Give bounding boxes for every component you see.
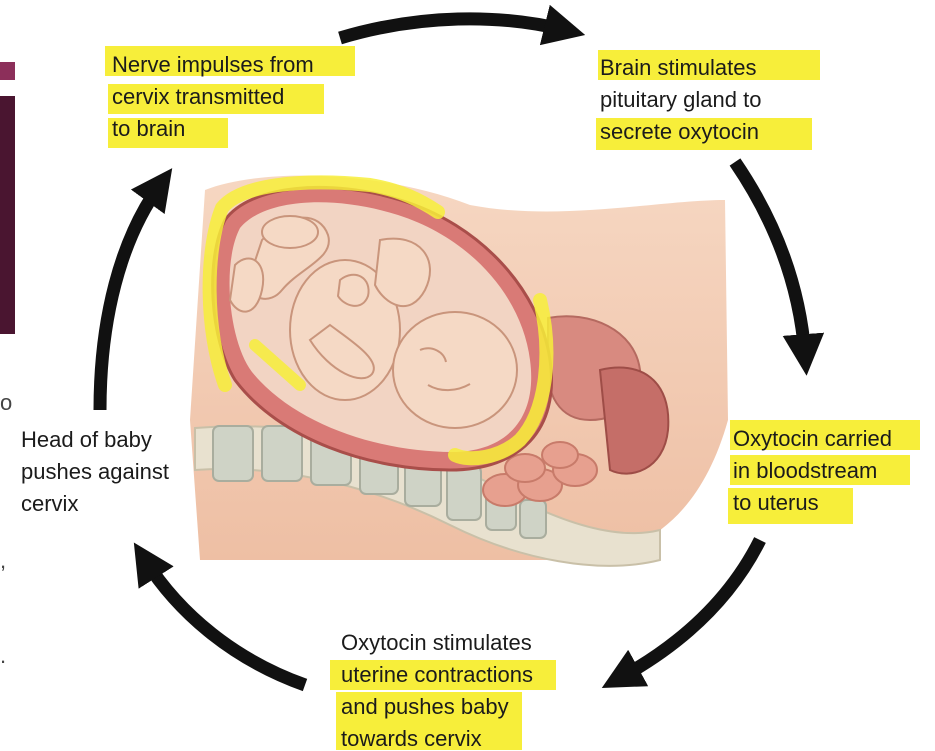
step-label-line: Oxytocin carried: [733, 426, 892, 451]
step-head-of-baby: Head of baby pushes against cervix: [21, 427, 169, 516]
step-label-line: secrete oxytocin: [600, 119, 759, 144]
slide-fragment-1: o: [0, 390, 12, 415]
step-label-line: Head of baby: [21, 427, 152, 452]
arrow-pituitary-to-bloodstream: [735, 162, 805, 355]
slide-fragment-2: ,: [0, 548, 6, 573]
step-oxytocin-carried: Oxytocin carried in bloodstream to uteru…: [733, 426, 892, 515]
step-label-line: to uterus: [733, 490, 819, 515]
uterus-illustration: [190, 176, 728, 566]
step-label-line: in bloodstream: [733, 458, 877, 483]
step-label-line: pituitary gland to: [600, 87, 761, 112]
step-label-line: to brain: [112, 116, 185, 141]
step-brain-stimulates: Brain stimulates pituitary gland to secr…: [600, 55, 761, 144]
arrow-brain-to-pituitary: [340, 19, 565, 38]
step-label-line: and pushes baby: [341, 694, 509, 719]
step-label-line: cervix: [21, 491, 78, 516]
slide-bar-top: [0, 62, 15, 80]
arrow-contractions-to-head: [145, 560, 305, 685]
step-label-line: towards cervix: [341, 726, 482, 751]
step-label-line: pushes against: [21, 459, 169, 484]
step-label-line: Oxytocin stimulates: [341, 630, 532, 655]
slide-edge: o , .: [0, 62, 15, 668]
step-label-line: Brain stimulates: [600, 55, 757, 80]
slide-bar-body: [0, 96, 15, 334]
slide-fragment-3: .: [0, 643, 6, 668]
arrow-head-to-cervix: [100, 185, 160, 410]
step-label-line: Nerve impulses from: [112, 52, 314, 77]
step-label-line: uterine contractions: [341, 662, 533, 687]
step-label-line: cervix transmitted: [112, 84, 284, 109]
